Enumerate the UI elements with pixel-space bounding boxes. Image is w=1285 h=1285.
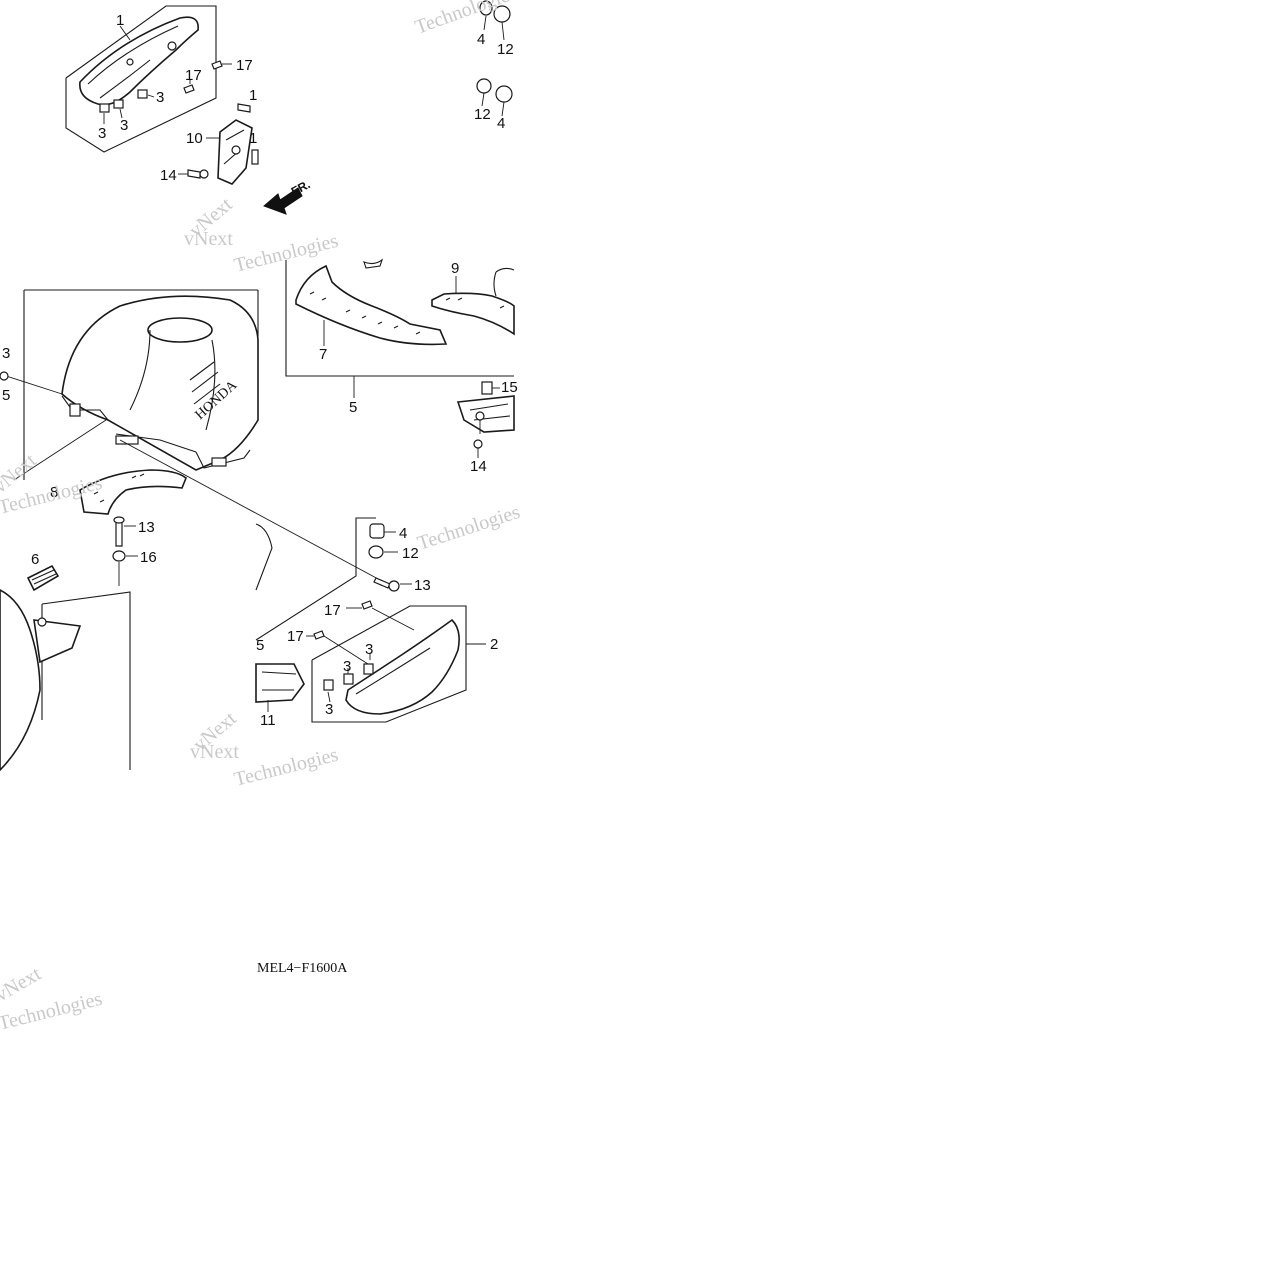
callout-9: 9 [451,260,459,277]
callout-1: 1 [116,12,124,29]
callout-5: 5 [349,399,357,416]
callout-7: 7 [319,346,327,363]
callout-12: 12 [402,545,419,562]
callout-6: 6 [31,551,39,568]
lower-right-panel [255,517,486,723]
top-right-grommets [476,0,513,117]
screws-17-top [183,60,232,94]
callout-5: 5 [2,387,10,404]
callout-1: 1 [249,87,257,104]
callout-13: 13 [138,519,155,536]
part-9-pad [431,292,515,336]
callout-3: 3 [120,117,128,134]
callout-4: 4 [399,525,407,542]
callout-12: 12 [497,41,514,58]
part-11 [255,663,305,703]
callout-3: 3 [343,658,351,675]
svg-text:Technologies: Technologies [415,501,523,555]
callout-3: 3 [365,641,373,658]
right-side-part-15 [456,381,515,458]
callout-3: 3 [325,701,333,718]
callout-17: 17 [324,602,341,619]
callout-5: 5 [256,637,264,654]
callout-16: 16 [140,549,157,566]
callout-1: 1 [249,130,257,147]
callout-3: 3 [98,125,106,142]
top-left-panel [65,5,217,153]
part-2-cover [345,618,460,715]
callout-labels: 1 17 17 3 3 3 1 10 1 14 4 12 12 4 9 7 5 … [2,12,518,729]
callout-14: 14 [470,458,487,475]
callout-12: 12 [474,106,491,123]
part-10-bracket [178,103,259,185]
lower-tank-cover [0,589,41,772]
front-direction-arrow [263,187,303,215]
callout-4: 4 [497,115,505,132]
part-7-pad [295,264,448,346]
callout-14: 14 [160,167,177,184]
callout-4: 4 [477,31,485,48]
callout-13: 13 [414,577,431,594]
svg-text:vNext: vNext [190,741,239,763]
part-1-cover [79,16,199,106]
lower-left-panel [0,516,138,772]
svg-text:Technologies: Technologies [232,744,341,791]
callout-2: 2 [490,636,498,653]
callout-15: 15 [501,379,518,396]
callout-17: 17 [185,67,202,84]
inner-panel-5 [285,258,515,398]
fuel-tank [61,295,259,471]
svg-text:vNext: vNext [0,963,45,1007]
callout-17: 17 [236,57,253,74]
fuel-tank-panel [0,289,381,581]
callout-11: 11 [260,712,276,729]
part-6 [26,564,60,592]
callout-17: 17 [287,628,304,645]
watermarks: Technologies vNext vNext Technologies vN… [0,0,523,1035]
callout-3: 3 [156,89,164,106]
part-8-pad [79,469,187,515]
callout-10: 10 [186,130,203,147]
svg-text:vNext: vNext [184,228,233,250]
diagram-code: MEL4−F1600A [257,961,348,976]
callout-3: 3 [2,345,10,362]
callout-8: 8 [50,484,58,501]
